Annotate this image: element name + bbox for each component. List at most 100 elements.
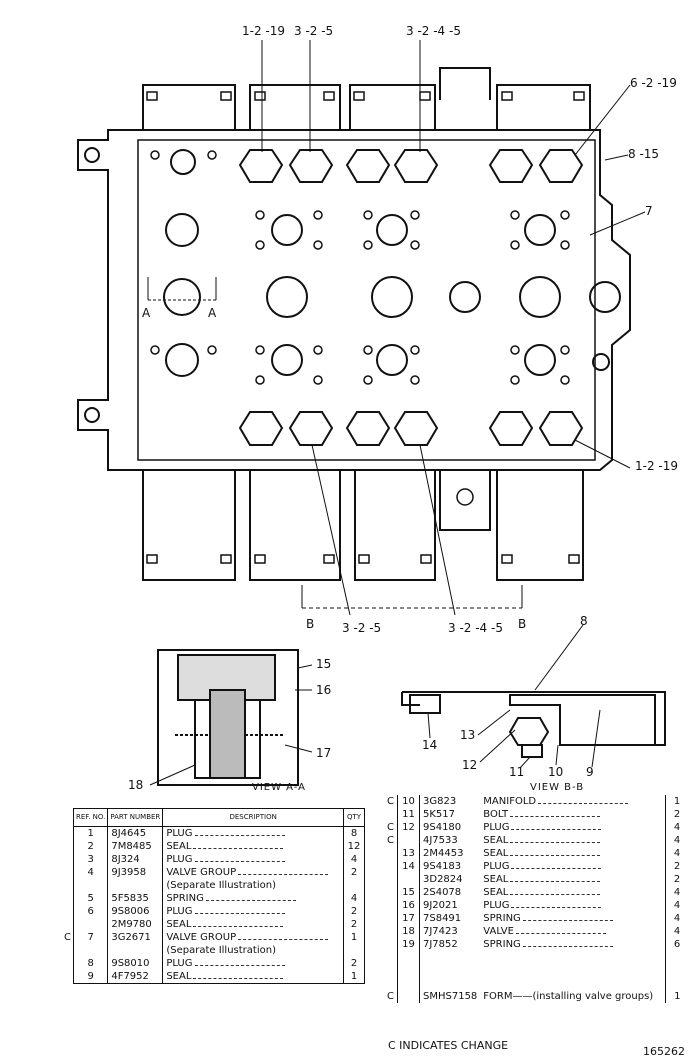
cell-desc: SEAL: [162, 840, 344, 853]
cell-desc: PLUG: [162, 826, 344, 840]
cell-part: 9J2021: [423, 900, 458, 911]
callout-17: 17: [316, 746, 331, 760]
callout-3-2-5-top: 3 -2 -5: [294, 24, 333, 38]
cell-desc: VALVE: [480, 925, 667, 938]
leader-dots: [510, 849, 601, 856]
cell-part: 3D2824: [423, 874, 463, 885]
cell-ref: [397, 964, 420, 977]
cell-qty: 4: [350, 893, 358, 904]
cell-qty: 2: [673, 861, 681, 872]
cell-ref: 15: [397, 886, 420, 899]
cell-desc: FORM——(installing valve groups): [480, 990, 667, 1003]
change-marker: C: [387, 822, 394, 833]
view-aa-label: VIEW A-A: [252, 782, 306, 793]
cell-qty: [666, 964, 689, 977]
table-row: [397, 964, 689, 977]
header-description: DESCRIPTION: [162, 808, 344, 827]
callout-8-15: 8 -15: [628, 147, 659, 161]
callout-14: 14: [422, 738, 437, 752]
cell-qty: 4: [350, 854, 358, 865]
cell-ref: 1: [73, 826, 109, 840]
callout-3-2-4-5-bottom: 3 -2 -4 -5: [448, 621, 503, 635]
cell-desc: [480, 951, 667, 964]
cell-qty: [666, 951, 689, 964]
cell-desc: SEAL: [480, 847, 667, 860]
change-note: C INDICATES CHANGE: [388, 1039, 509, 1052]
callout-8-bb: 8: [580, 614, 588, 628]
callout-9: 9: [586, 765, 594, 779]
cell-part: 9S8006: [107, 905, 164, 918]
header-ref-no: REF. NO.: [73, 808, 109, 827]
cell-qty: 2: [350, 958, 358, 969]
leader-dots: [511, 901, 602, 908]
leader-dots: [205, 894, 296, 901]
cell-ref: [397, 977, 420, 990]
cell-qty: 12: [347, 841, 361, 852]
leader-dots: [193, 842, 284, 849]
cell-desc: [480, 964, 667, 977]
cell-desc: [480, 977, 667, 990]
cell-part: [420, 951, 481, 964]
cell-desc: PLUG: [162, 957, 344, 970]
cell-qty: 8: [350, 828, 358, 839]
leader-dots: [194, 829, 285, 836]
cell-ref: 18: [397, 925, 420, 938]
cell-ref: 14: [397, 860, 420, 873]
cell-desc: SEAL: [162, 970, 344, 984]
change-marker: C: [64, 932, 71, 943]
figure-number: 165262: [643, 1045, 685, 1058]
cell-desc: MANIFOLD: [480, 795, 667, 808]
table-row: [397, 977, 689, 990]
cell-qty: [344, 944, 365, 957]
cell-desc: VALVE GROUP: [162, 931, 344, 944]
cell-qty: 4: [673, 900, 681, 911]
leader-dots: [194, 907, 285, 914]
callout-16: 16: [316, 683, 331, 697]
callout-3-2-4-5-top: 3 -2 -4 -5: [406, 24, 461, 38]
leader-lines: [147, 40, 646, 616]
cell-part: [107, 879, 164, 892]
cell-qty: 1: [674, 991, 681, 1002]
cell-part: [420, 977, 481, 990]
cell-desc: SEAL: [162, 918, 344, 931]
leader-dots: [511, 823, 602, 830]
cell-part: 7J7852: [423, 939, 458, 950]
cell-qty: 2: [350, 919, 358, 930]
leader-dots: [515, 927, 606, 934]
section-mark-b-right: B: [518, 617, 526, 631]
cell-part: SMHS7158: [423, 991, 478, 1002]
cell-ref: 9: [73, 970, 109, 984]
callout-3-2-5-bottom: 3 -2 -5: [342, 621, 381, 635]
cell-desc: SEAL: [480, 873, 667, 886]
cell-qty: 4: [673, 887, 681, 898]
cell-part: [420, 964, 481, 977]
cell-qty: 4: [673, 913, 681, 924]
cell-desc: PLUG: [162, 905, 344, 918]
section-mark-b-left: B: [306, 617, 314, 631]
change-marker: C: [387, 991, 394, 1002]
cell-desc: (Separate Illustration): [162, 944, 344, 957]
cell-desc: (Separate Illustration): [162, 879, 344, 892]
header-qty: QTY: [343, 808, 365, 827]
callout-15: 15: [316, 657, 331, 671]
leader-dots: [510, 836, 601, 843]
cell-part: 4J7533: [423, 835, 458, 846]
callout-6-2-19: 6 -2 -19: [630, 76, 677, 90]
table-row: [397, 951, 689, 964]
callout-18: 18: [128, 778, 143, 792]
cell-desc: PLUG: [480, 821, 667, 834]
change-marker: C: [387, 835, 394, 846]
cell-ref: 10: [397, 795, 420, 808]
